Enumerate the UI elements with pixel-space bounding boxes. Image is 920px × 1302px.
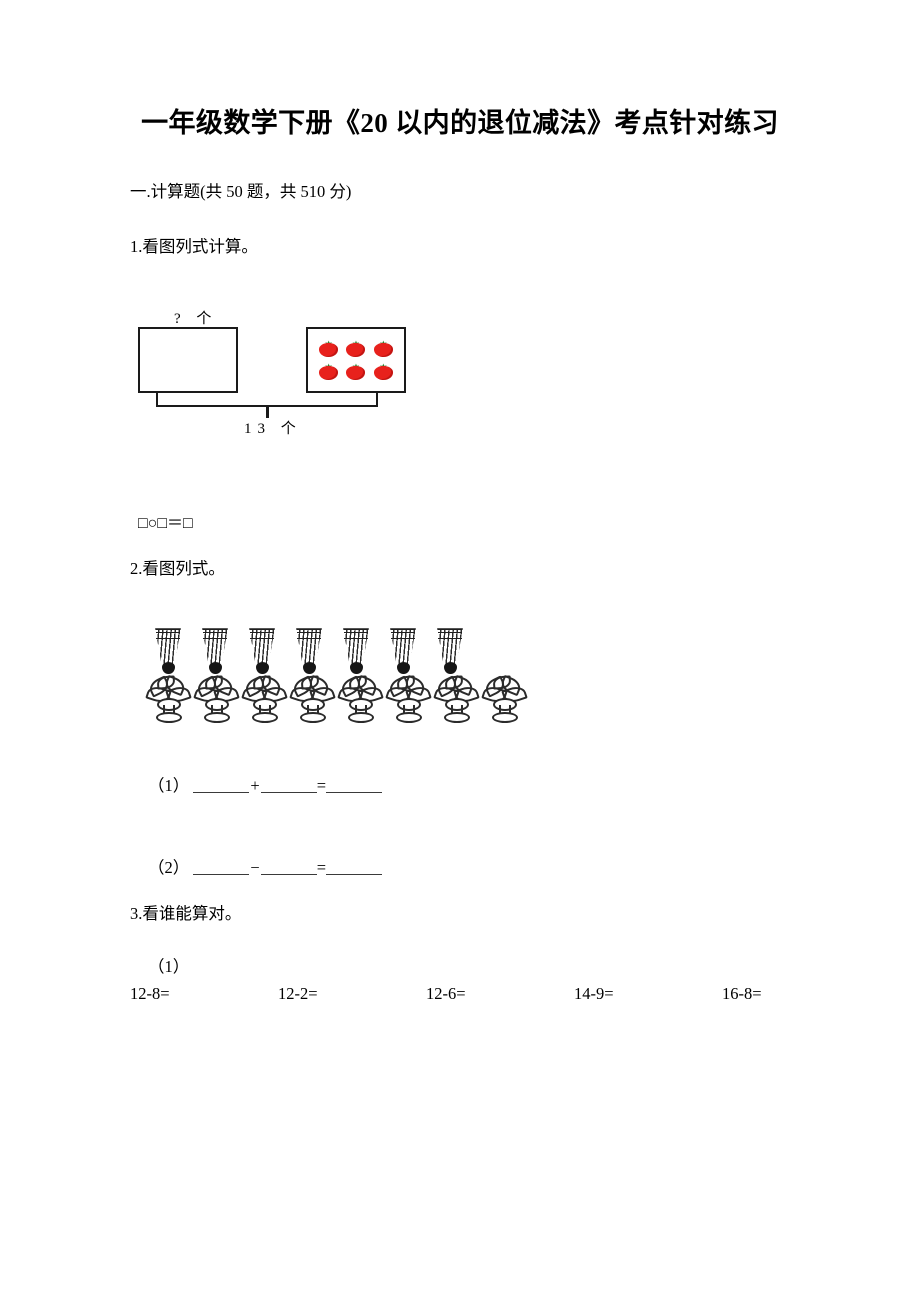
total-brace: [156, 393, 378, 408]
plant-icon: [241, 675, 288, 724]
shuttlecock-icon: [201, 628, 229, 676]
plant-icon: [433, 675, 480, 724]
plant-icon: [337, 675, 384, 724]
plant-icon: [385, 675, 432, 724]
blank-2-result[interactable]: [326, 874, 382, 876]
tomato-grid: [315, 337, 397, 383]
blank-1-label: （1）: [148, 776, 190, 796]
question-2-blank-2: （2） −=: [148, 796, 790, 878]
tomato-icon: [319, 363, 339, 381]
brace-tick: [266, 407, 269, 419]
blank-1-result[interactable]: [326, 792, 382, 794]
blank-2-operator: −: [250, 858, 260, 878]
blank-1-operand-b[interactable]: [260, 792, 317, 794]
shuttlecock-icon: [342, 628, 370, 676]
empty-box: [138, 327, 238, 394]
question-2-stem: 2.看图列式。: [130, 559, 225, 579]
calc-problem[interactable]: 14-9=: [574, 983, 614, 1003]
calc-problem[interactable]: 16-8=: [722, 983, 762, 1003]
tomato-icon: [346, 340, 366, 358]
shuttlecock-icon: [389, 628, 417, 676]
question-1-stem: 1.看图列式计算。: [130, 236, 258, 256]
question-2-blank-1: （1） +=: [148, 720, 790, 796]
plant-icon: [145, 675, 192, 724]
page-title: 一年级数学下册《20 以内的退位减法》考点针对练习: [141, 108, 779, 138]
shuttlecock-icon: [295, 628, 323, 676]
plant-icon: [481, 675, 528, 724]
question-3-stem: 3.看谁能算对。: [130, 904, 242, 924]
tomato-icon: [319, 340, 339, 358]
question-1-answer-equation[interactable]: □○□＝□: [138, 515, 193, 533]
question-1-figure: ? 个 13 个: [138, 307, 408, 437]
section-heading: 一.计算题(共 50 题，共 510 分): [130, 181, 352, 201]
shuttlecock-row: [154, 628, 790, 676]
blank-1-operand-a[interactable]: [193, 792, 250, 794]
plant-icon: [289, 675, 336, 724]
tomato-icon: [346, 363, 366, 381]
unknown-quantity-label: ? 个: [174, 311, 218, 328]
total-quantity-label: 13 个: [244, 421, 302, 438]
tomato-icon: [373, 363, 393, 381]
question-3-sub-label: （1）: [148, 956, 190, 976]
question-2-figure: [145, 628, 790, 724]
calc-problem[interactable]: 12-2=: [278, 983, 318, 1003]
tomato-icon: [373, 340, 393, 358]
plant-icon: [193, 675, 240, 724]
calc-problem[interactable]: 12-8=: [130, 983, 170, 1003]
shuttlecock-icon: [248, 628, 276, 676]
blank-2-operand-a[interactable]: [193, 874, 250, 876]
blank-1-operator: +: [250, 776, 260, 796]
shuttlecock-icon: [436, 628, 464, 676]
plant-row: [145, 675, 790, 724]
calc-problem[interactable]: 12-6=: [426, 983, 466, 1003]
blank-2-label: （2）: [148, 858, 190, 878]
shuttlecock-icon: [154, 628, 182, 676]
question-3-problem-row: 12-8= 12-2= 12-6= 14-9= 16-8=: [130, 981, 790, 1007]
blank-2-operand-b[interactable]: [260, 874, 317, 876]
tomato-box: [306, 327, 406, 394]
